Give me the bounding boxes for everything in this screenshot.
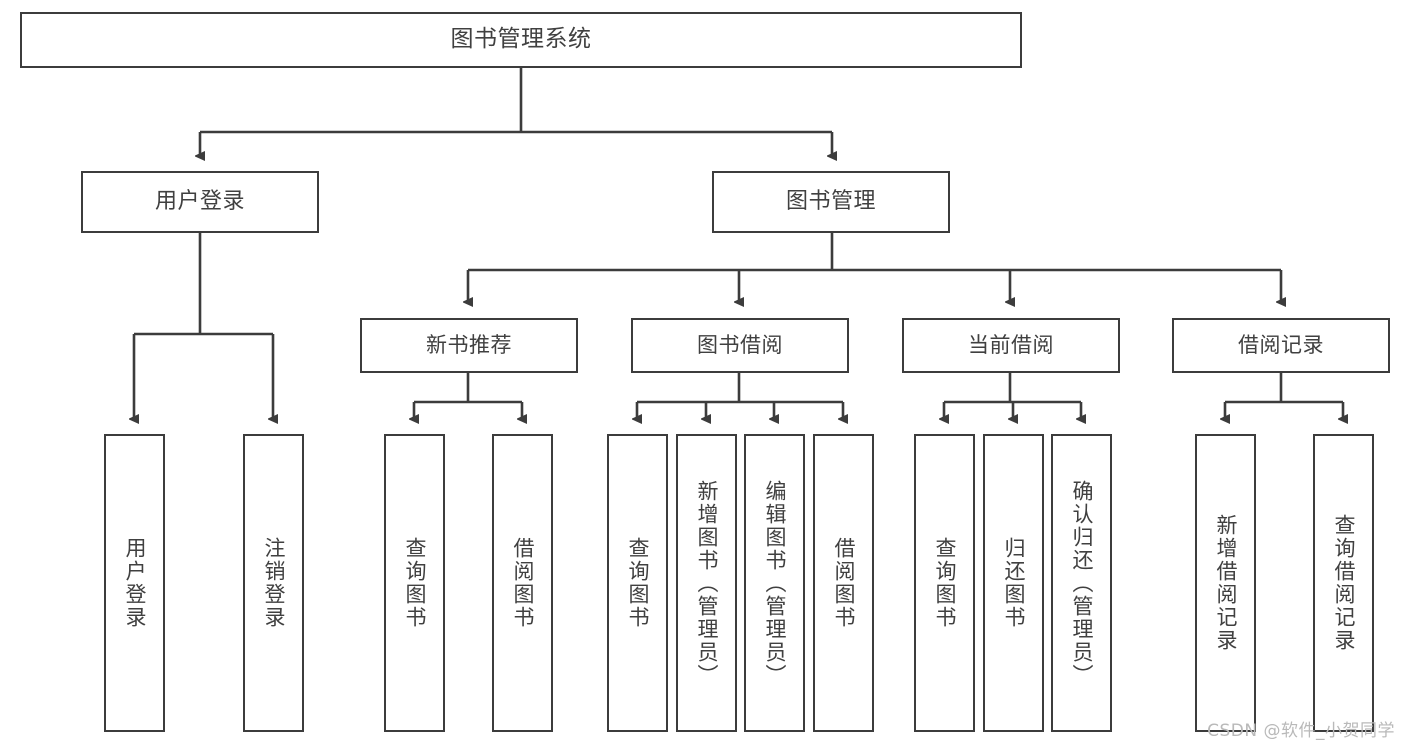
- leaf-borrow-record-query[interactable]: 查询借阅记录: [1313, 434, 1374, 732]
- node-label: 借阅图书: [510, 537, 535, 629]
- node-label: 借阅图书: [831, 537, 856, 629]
- node-current-borrow[interactable]: 当前借阅: [902, 318, 1120, 373]
- node-label: 当前借阅: [968, 333, 1054, 358]
- node-label: 查询图书: [932, 537, 957, 629]
- leaf-current-borrow-confirm[interactable]: 确认归还（管理员）: [1051, 434, 1112, 732]
- node-label: 用户登录: [122, 537, 147, 629]
- node-label: 图书借阅: [697, 333, 783, 358]
- watermark-text: CSDN @软件_小贺同学: [1207, 721, 1395, 741]
- node-label: 查询图书: [625, 537, 650, 629]
- leaf-book-borrow-query[interactable]: 查询图书: [607, 434, 668, 732]
- leaf-user-login-login[interactable]: 用户登录: [104, 434, 165, 732]
- node-borrow-record[interactable]: 借阅记录: [1172, 318, 1390, 373]
- node-book-management[interactable]: 图书管理: [712, 171, 950, 233]
- leaf-new-book-query[interactable]: 查询图书: [384, 434, 445, 732]
- leaf-book-borrow-borrow[interactable]: 借阅图书: [813, 434, 874, 732]
- node-root-system[interactable]: 图书管理系统: [20, 12, 1022, 68]
- node-label: 用户登录: [154, 189, 245, 215]
- leaf-borrow-record-add[interactable]: 新增借阅记录: [1195, 434, 1256, 732]
- node-label: 新增图书（管理员）: [694, 479, 719, 687]
- leaf-current-borrow-return[interactable]: 归还图书: [983, 434, 1044, 732]
- node-label: 图书管理: [785, 189, 876, 215]
- node-label: 注销登录: [261, 537, 286, 629]
- node-user-login[interactable]: 用户登录: [81, 171, 319, 233]
- node-label: 新书推荐: [426, 333, 512, 358]
- node-label: 新增借阅记录: [1213, 514, 1238, 652]
- leaf-book-borrow-edit[interactable]: 编辑图书（管理员）: [744, 434, 805, 732]
- node-label: 查询借阅记录: [1331, 514, 1356, 652]
- leaf-user-login-logout[interactable]: 注销登录: [243, 434, 304, 732]
- node-label: 确认归还（管理员）: [1069, 479, 1094, 687]
- node-label: 归还图书: [1001, 537, 1026, 629]
- node-label: 编辑图书（管理员）: [762, 479, 787, 687]
- node-book-borrow[interactable]: 图书借阅: [631, 318, 849, 373]
- node-label: 查询图书: [402, 537, 427, 629]
- leaf-new-book-borrow[interactable]: 借阅图书: [492, 434, 553, 732]
- leaf-current-borrow-query[interactable]: 查询图书: [914, 434, 975, 732]
- node-label: 借阅记录: [1238, 333, 1324, 358]
- node-new-book-recommend[interactable]: 新书推荐: [360, 318, 578, 373]
- leaf-book-borrow-add[interactable]: 新增图书（管理员）: [676, 434, 737, 732]
- node-label: 图书管理系统: [450, 26, 592, 53]
